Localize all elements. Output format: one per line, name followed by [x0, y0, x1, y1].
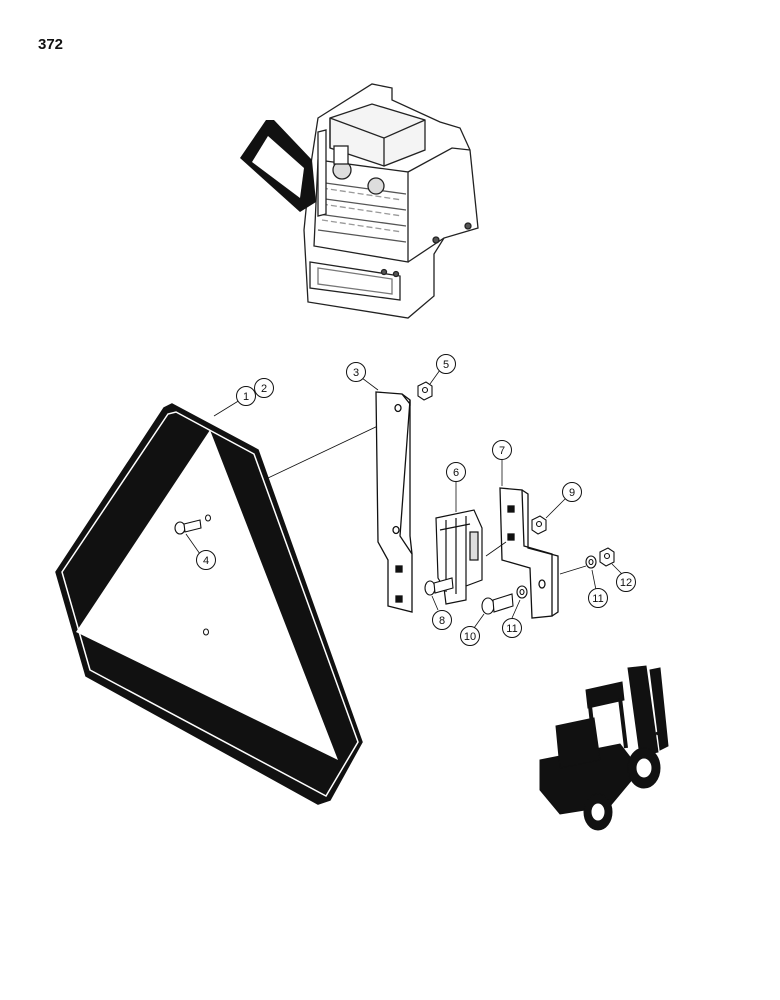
bolt-4: [174, 519, 202, 535]
nut-5: [417, 381, 433, 401]
callout-12: 12: [616, 572, 636, 592]
bracket-7: [499, 487, 559, 619]
callout-11a: 11: [502, 618, 522, 638]
leader-line: [267, 423, 383, 479]
callout-5: 5: [436, 354, 456, 374]
callout-11b: 11: [588, 588, 608, 608]
svg-text:11: 11: [506, 623, 517, 635]
leader-line: [485, 541, 587, 575]
callout-4: 4: [196, 550, 216, 570]
bracket-3: [375, 391, 413, 613]
washer-11b: [585, 555, 597, 569]
machine-rear-view: [303, 83, 479, 319]
svg-text:11: 11: [592, 593, 603, 605]
nut-9: [531, 515, 547, 535]
callout-7: 7: [492, 440, 512, 460]
washer-11a: [516, 585, 528, 599]
svg-text:3: 3: [353, 367, 359, 379]
smv-sign: [55, 403, 363, 805]
svg-text:1: 1: [243, 391, 249, 403]
svg-text:12: 12: [620, 577, 632, 589]
callout-2: 2: [254, 378, 274, 398]
bolt-10: [481, 593, 514, 615]
callout-6: 6: [446, 462, 466, 482]
svg-text:2: 2: [261, 383, 267, 395]
page-number: 372: [38, 36, 64, 53]
callout-10: 10: [460, 626, 480, 646]
svg-text:7: 7: [499, 445, 505, 457]
callout-9: 9: [562, 482, 582, 502]
svg-text:8: 8: [439, 615, 445, 627]
forklift-icon: [539, 665, 669, 831]
callout-1: 1: [236, 386, 256, 406]
svg-text:10: 10: [464, 631, 476, 643]
bolt-8: [424, 577, 454, 596]
callout-8: 8: [432, 610, 452, 630]
callout-3: 3: [346, 362, 366, 382]
svg-text:5: 5: [443, 359, 449, 371]
nut-12: [599, 547, 615, 567]
smv-sign-small: [240, 120, 316, 212]
svg-text:4: 4: [203, 555, 209, 567]
svg-text:6: 6: [453, 467, 459, 479]
svg-text:9: 9: [569, 487, 575, 499]
